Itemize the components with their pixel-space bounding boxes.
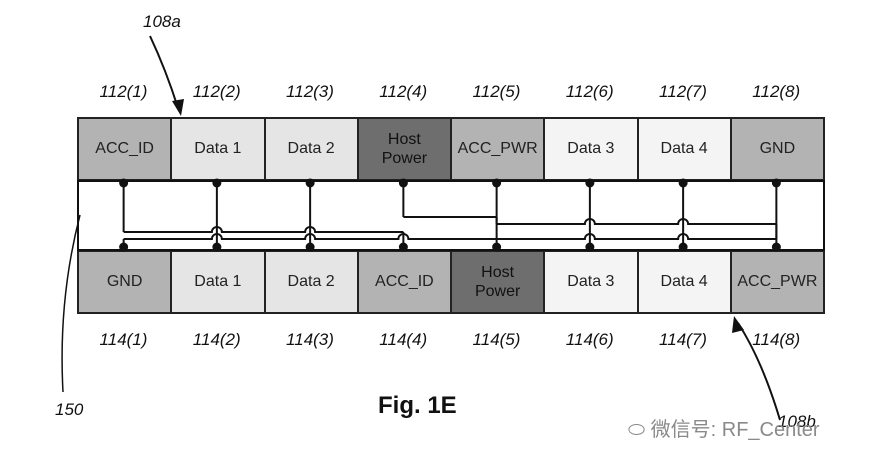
arrow-108b-head	[732, 316, 744, 333]
bottom-pin-ref-7: 114(7)	[659, 330, 707, 349]
bottom-pin-4: ACC_ID	[356, 250, 452, 314]
ref-108a: 108a	[143, 12, 181, 31]
figure-title: Fig. 1E	[378, 392, 457, 419]
bottom-pin-2: Data 1	[170, 250, 266, 314]
top-contact-2	[212, 178, 222, 188]
bottom-pin-8: ACC_PWR	[729, 250, 825, 314]
top-pin-5: ACC_PWR	[450, 117, 546, 181]
top-pin-ref-2: 112(2)	[192, 82, 241, 101]
bottom-pin-ref-2: 114(2)	[192, 330, 241, 349]
top-pin-ref-6: 112(6)	[565, 82, 614, 101]
watermark-text: 微信号: RF_Center	[650, 419, 820, 441]
bottom-pin-6: Data 3	[543, 250, 639, 314]
bottom-pin-ref-8: 114(8)	[752, 330, 801, 349]
watermark: ⬭ 微信号: RF_Center	[628, 413, 820, 442]
arrow-108a	[149, 35, 179, 109]
bottom-pin-3: Data 2	[263, 250, 359, 314]
arrow-108b	[737, 322, 781, 421]
bottom-contact-3	[305, 242, 315, 252]
wechat-icon: ⬭	[628, 419, 651, 441]
top-pin-8: GND	[729, 117, 825, 181]
top-pin-ref-7: 112(7)	[659, 82, 707, 101]
top-pin-ref-8: 112(8)	[752, 82, 801, 101]
bottom-pin-ref-3: 114(3)	[286, 330, 334, 349]
wire-acc-id-run	[123, 226, 404, 233]
ref-150: 150	[55, 400, 84, 419]
cable-body	[77, 180, 825, 251]
bottom-pin-ref-6: 114(6)	[565, 330, 614, 349]
bottom-contact-5	[492, 242, 502, 252]
ref-108b: 108b	[778, 412, 816, 431]
bottom-pin-ref-1: 114(1)	[99, 330, 148, 349]
top-pin-ref-1: 112(1)	[99, 82, 148, 101]
bottom-contact-4	[398, 242, 408, 252]
wire-acc-pwr-run	[496, 218, 777, 225]
top-contact-8	[771, 178, 781, 188]
top-contact-3	[305, 178, 315, 188]
top-contact-6	[585, 178, 595, 188]
wire-gnd-run	[123, 233, 777, 240]
top-pin-1: ACC_ID	[77, 117, 173, 181]
top-contact-5	[492, 178, 502, 188]
top-pin-ref-3: 112(3)	[286, 82, 334, 101]
bottom-contact-6	[585, 242, 595, 252]
bottom-pin-7: Data 4	[636, 250, 732, 314]
bottom-contact-7	[678, 242, 688, 252]
bottom-pin-ref-4: 114(4)	[379, 330, 428, 349]
top-pin-ref-5: 112(5)	[472, 82, 521, 101]
bottom-pin-ref-5: 114(5)	[472, 330, 521, 349]
arrow-108a-head	[172, 99, 184, 116]
top-pin-ref-4: 112(4)	[379, 82, 428, 101]
leader-150	[61, 214, 81, 393]
top-contact-7	[678, 178, 688, 188]
bottom-contact-8	[771, 242, 781, 252]
bottom-contact-2	[212, 242, 222, 252]
top-contact-4	[398, 178, 408, 188]
top-contact-1	[119, 178, 129, 188]
bottom-contact-1	[119, 242, 129, 252]
